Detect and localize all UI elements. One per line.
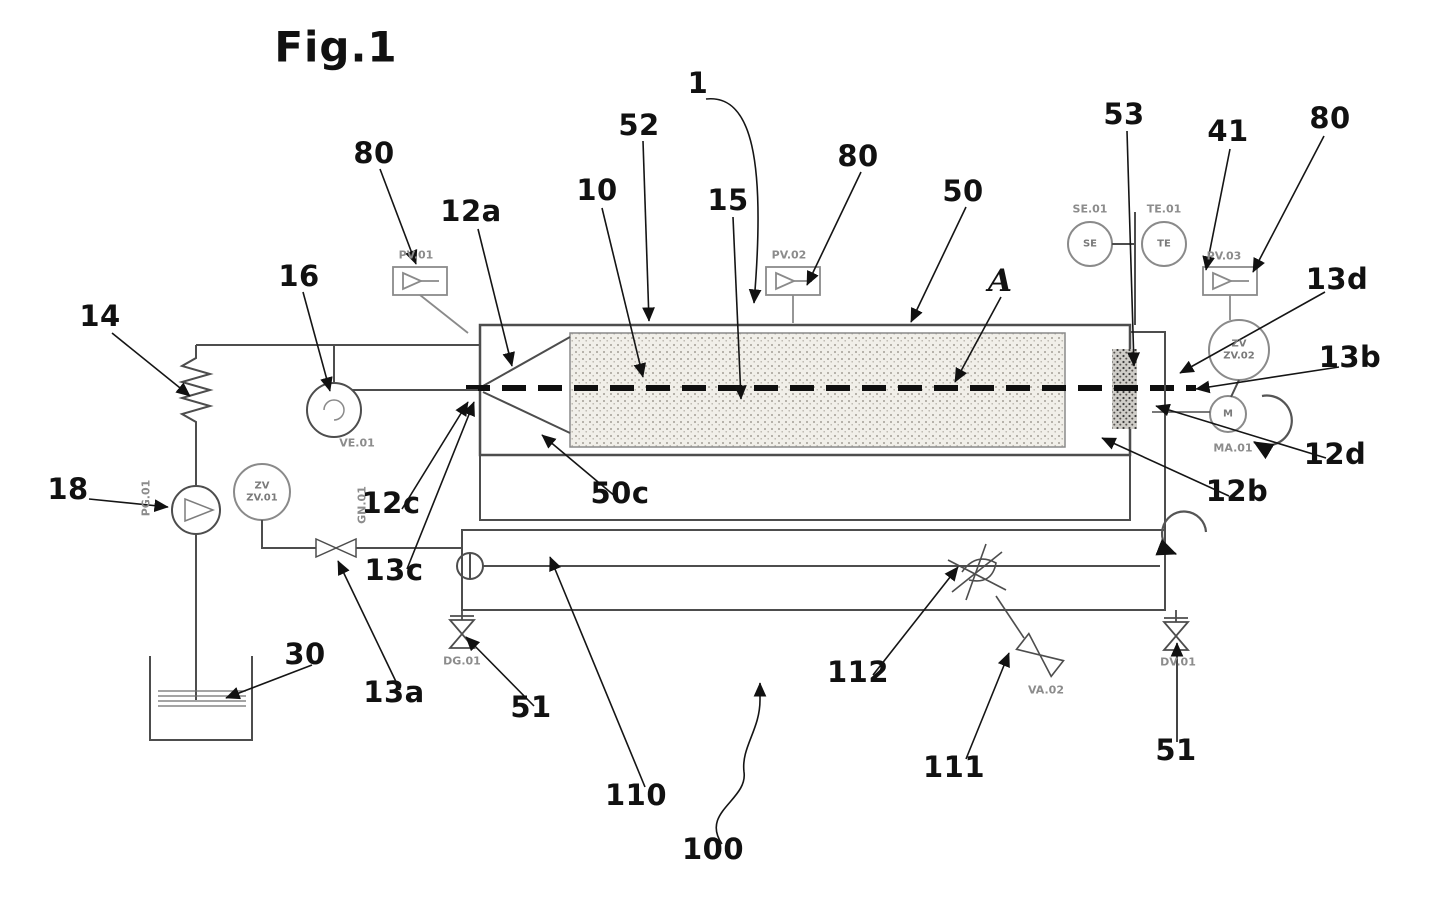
ref-label-80-left: 80: [353, 136, 395, 170]
bottom-valves: [448, 610, 1190, 651]
casing: [456, 331, 1166, 611]
ref-label-80-right: 80: [1309, 101, 1351, 135]
tag-pv01: PV.01: [398, 248, 434, 262]
left-piping: [149, 344, 480, 741]
tag-pg01: PG.01: [139, 479, 153, 517]
tag-pv02: PV.02: [771, 248, 807, 262]
ref-label-12b: 12b: [1205, 474, 1269, 508]
tag-dv01: DV.01: [1160, 655, 1196, 669]
ref-label-80-mid: 80: [837, 139, 879, 173]
ref-label-14: 14: [79, 299, 121, 333]
ref-label-13b: 13b: [1318, 340, 1382, 374]
ref-label-52: 52: [618, 108, 660, 142]
ref-label-110: 110: [604, 778, 668, 812]
ref-label-111: 111: [922, 750, 986, 784]
ref-label-16: 16: [278, 259, 320, 293]
blower: [306, 345, 478, 438]
tag-va02: VA.02: [1028, 683, 1064, 697]
ref-label-112: 112: [826, 655, 890, 689]
ref-label-12a: 12a: [440, 194, 502, 228]
tag-pv03: PV.03: [1206, 249, 1242, 263]
ref-label-41: 41: [1207, 114, 1249, 148]
ref-label-30: 30: [284, 637, 326, 671]
ref-label-50c: 50c: [590, 476, 650, 510]
rotation-arrows: [1155, 394, 1293, 556]
purge-boxes: [392, 266, 1258, 334]
ref-label-13c: 13c: [364, 553, 424, 587]
gas-valve-branch: [233, 463, 462, 559]
tag-te01: TE.01: [1146, 202, 1182, 216]
ref-label-10: 10: [576, 173, 618, 207]
ref-label-15: 15: [707, 183, 749, 217]
tag-ma-inner: M: [1223, 408, 1233, 420]
tag-gn01: GN.01: [355, 486, 369, 524]
right-instruments: [1067, 212, 1270, 433]
ref-label-12c: 12c: [361, 486, 421, 520]
tag-zv02: ZV ZV.02: [1223, 338, 1255, 362]
spray-valve: [947, 543, 1065, 678]
ref-label-51-left: 51: [510, 690, 552, 724]
ref-label-13d: 13d: [1305, 262, 1369, 296]
ref-label-53: 53: [1103, 97, 1145, 131]
tag-zv01: ZV ZV.01: [246, 480, 278, 504]
ref-label-1: 1: [687, 66, 709, 100]
tag-dg01: DG.01: [443, 654, 481, 668]
ref-label-axis-A: A: [987, 263, 1013, 299]
tag-se01: SE.01: [1072, 202, 1108, 216]
tag-se-inner: SE: [1082, 238, 1098, 250]
ref-label-12d: 12d: [1303, 437, 1367, 471]
ref-label-50: 50: [942, 174, 984, 208]
tag-te-inner: TE: [1157, 238, 1171, 250]
tag-ma01: MA.01: [1213, 441, 1253, 455]
leader-arrows: [88, 98, 1340, 845]
ref-label-100: 100: [681, 832, 745, 866]
ref-label-18: 18: [47, 472, 89, 506]
ref-label-51-right: 51: [1155, 733, 1197, 767]
ref-label-13a: 13a: [363, 675, 425, 709]
tag-ve01: VE.01: [339, 436, 375, 450]
figure-title: Fig.1: [274, 22, 398, 72]
